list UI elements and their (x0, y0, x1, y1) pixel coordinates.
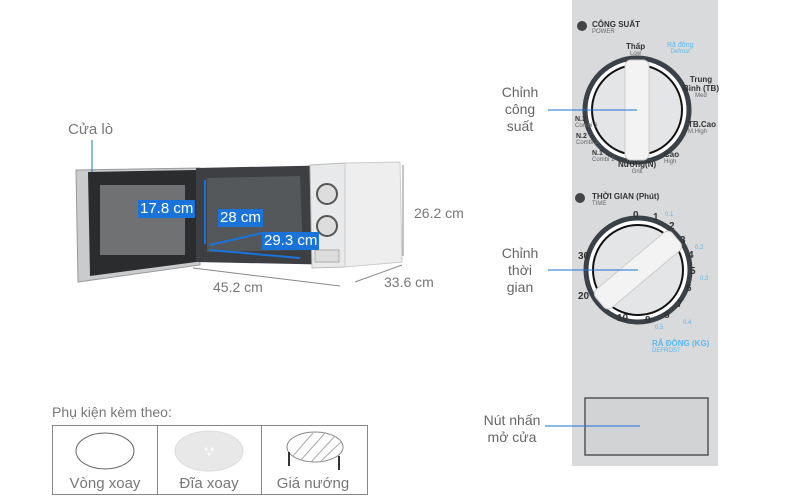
timer-mark: 2 (669, 221, 675, 232)
timer-mark: 8 (664, 310, 670, 321)
outer-width-dimension: 45.2 cm (213, 279, 263, 295)
inner-height-dimension: 17.8 cm (138, 200, 196, 218)
inner-width-dimension: 29.3 cm (262, 232, 320, 250)
defrost-mark: 0.1 (665, 212, 674, 218)
timer-mark: 30 (578, 251, 590, 262)
timer-title: THỜI GIAN (Phút)TIME (592, 192, 660, 207)
timer-mark: 4 (688, 250, 694, 261)
glass-plate-icon (174, 430, 244, 472)
timer-mark: 10 (617, 313, 629, 324)
timer-mark: 3 (680, 235, 686, 246)
inner-depth-dimension: 28 cm (218, 209, 263, 227)
door-open-button[interactable] (584, 397, 709, 456)
door-label: Cửa lò (68, 121, 114, 138)
power-level-grill: Nướng(N)Grill (618, 160, 657, 175)
ring-icon (75, 432, 135, 470)
timer-mark: 20 (578, 291, 590, 302)
power-level-med: Trung Bình (TB)Med (683, 75, 719, 99)
defrost-label: RÃ ĐÔNG (KG)DEFROST (652, 339, 710, 354)
accessory-rack: Giá nướng (261, 426, 365, 494)
timer-mark: 6 (686, 283, 692, 294)
defrost-mark: 0.4 (683, 320, 692, 326)
outer-height-dimension: 26.2 cm (414, 205, 464, 221)
timer-mark: 5 (690, 266, 696, 277)
microwave-illustration (75, 140, 404, 287)
clock-icon (575, 193, 585, 203)
timer-mark: 1 (653, 212, 659, 223)
accessory-ring: Vòng xoay (53, 426, 158, 494)
accessory-plate: Đĩa xoay (157, 426, 262, 494)
accessories-title: Phụ kiện kèm theo: (52, 404, 172, 420)
timer-mark: 9 (645, 315, 651, 326)
timer-mark: 7 (677, 299, 683, 310)
power-icon (577, 21, 587, 31)
defrost-mark: 0.5 (655, 325, 664, 331)
outer-depth-dimension: 33.6 cm (384, 274, 434, 290)
grill-rack-icon (286, 431, 344, 470)
accessories-table: Vòng xoay Đĩa xoay Giá nướng (52, 425, 368, 495)
timer-mark: 0 (633, 210, 639, 221)
defrost-mark: 0.2 (695, 245, 704, 251)
defrost-mark: 0.3 (700, 276, 709, 282)
